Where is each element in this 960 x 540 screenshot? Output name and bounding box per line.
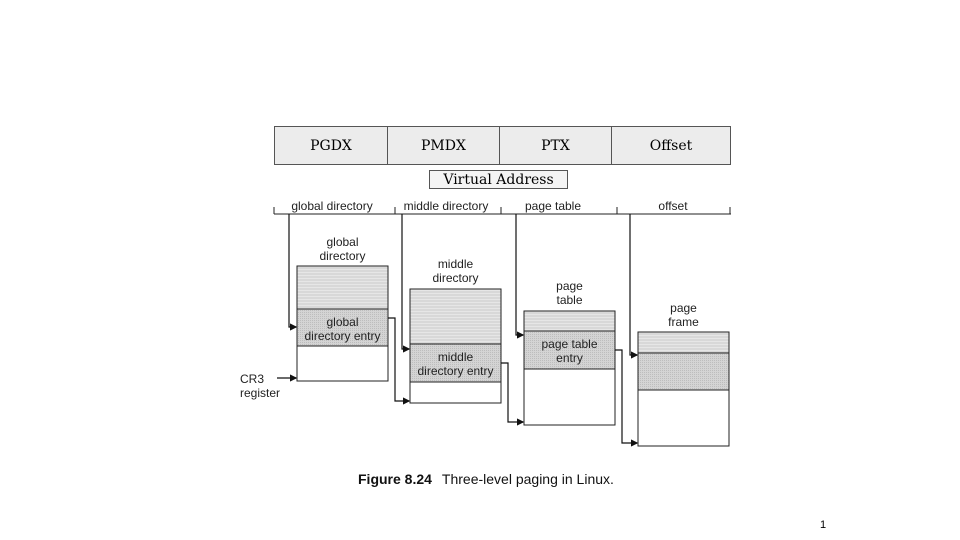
field-pgdx: PGDX — [274, 126, 388, 165]
middle-directory-entry-label: middle directory entry — [417, 350, 494, 378]
field-bracket — [273, 207, 731, 215]
middle-directory-title: middle directory — [432, 257, 479, 285]
offset-pointer — [629, 214, 639, 359]
figure-caption: Figure 8.24 Three-level paging in Linux. — [358, 471, 614, 487]
global-directory-table — [296, 265, 389, 382]
label-offset-field: offset — [658, 199, 688, 213]
page-frame-table — [637, 331, 730, 447]
ptx-pointer — [515, 214, 525, 339]
middle-directory-table — [409, 288, 502, 404]
cr3-register-label: CR3 register — [240, 372, 281, 400]
field-ptx: PTX — [499, 126, 612, 165]
label-middle-directory-field: middle directory — [403, 199, 489, 213]
page-table-entry-label: page table entry — [541, 337, 598, 365]
pgdx-pointer — [288, 214, 298, 331]
middle-entry-pointer — [501, 362, 525, 426]
figure-number: Figure 8.24 — [358, 471, 432, 487]
label-page-table-field: page table — [524, 199, 582, 213]
virtual-address-label: Virtual Address — [429, 170, 568, 189]
page-table-table — [523, 310, 616, 426]
field-offset: Offset — [611, 126, 731, 165]
field-pmdx: PMDX — [387, 126, 500, 165]
pte-pointer — [615, 349, 639, 447]
figure-caption-text: Three-level paging in Linux. — [441, 471, 614, 487]
global-entry-pointer — [388, 317, 411, 405]
page-table-title: page table — [556, 279, 583, 307]
global-directory-entry-label: global directory entry — [304, 315, 381, 343]
page-frame-title: page frame — [668, 301, 699, 329]
label-global-directory-field: global directory — [291, 199, 373, 213]
pmdx-pointer — [401, 214, 411, 353]
global-directory-title: global directory — [319, 235, 366, 263]
page-number: 1 — [820, 519, 827, 531]
